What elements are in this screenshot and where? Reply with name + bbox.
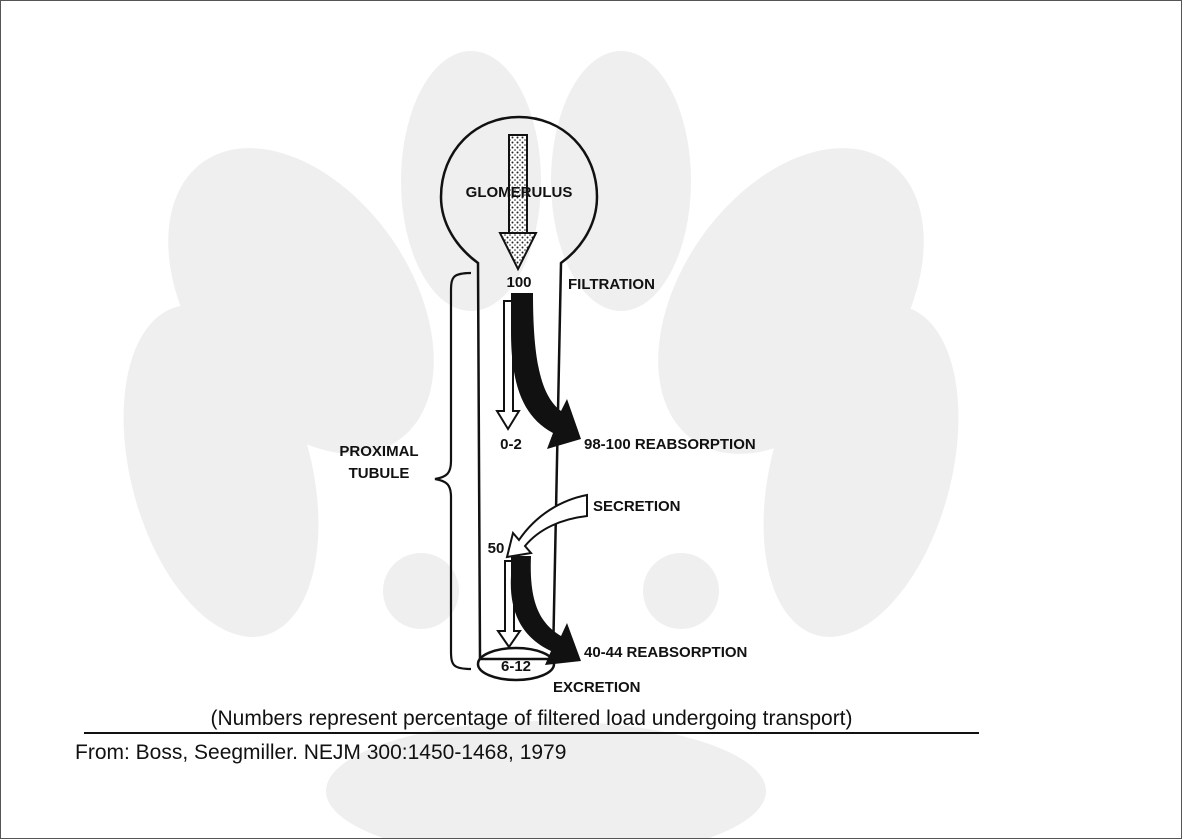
secretion-arrow [507,495,587,557]
proximal-value: 0-2 [500,436,522,453]
reabsorption-arrow-1 [511,293,581,449]
filtration-label: FILTRATION [568,276,655,293]
figure-caption: (Numbers represent percentage of filtere… [84,706,979,734]
glomerulus-label: GLOMERULUS [466,184,573,201]
excretion-label: EXCRETION [553,679,641,696]
filtration-value: 100 [506,274,531,291]
reabsorption-1-label: 98-100 REABSORPTION [584,436,756,453]
proximal-tubule-label-line1: PROXIMAL [339,443,418,460]
figure-source: From: Boss, Seegmiller. NEJM 300:1450-14… [75,740,566,766]
reabsorption-2-label: 40-44 REABSORPTION [584,644,747,661]
excretion-value: 6-12 [501,658,531,675]
secretion-value: 50 [488,540,505,557]
proximal-tubule-label-line2: TUBULE [349,465,410,482]
secretion-label: SECRETION [593,498,681,515]
